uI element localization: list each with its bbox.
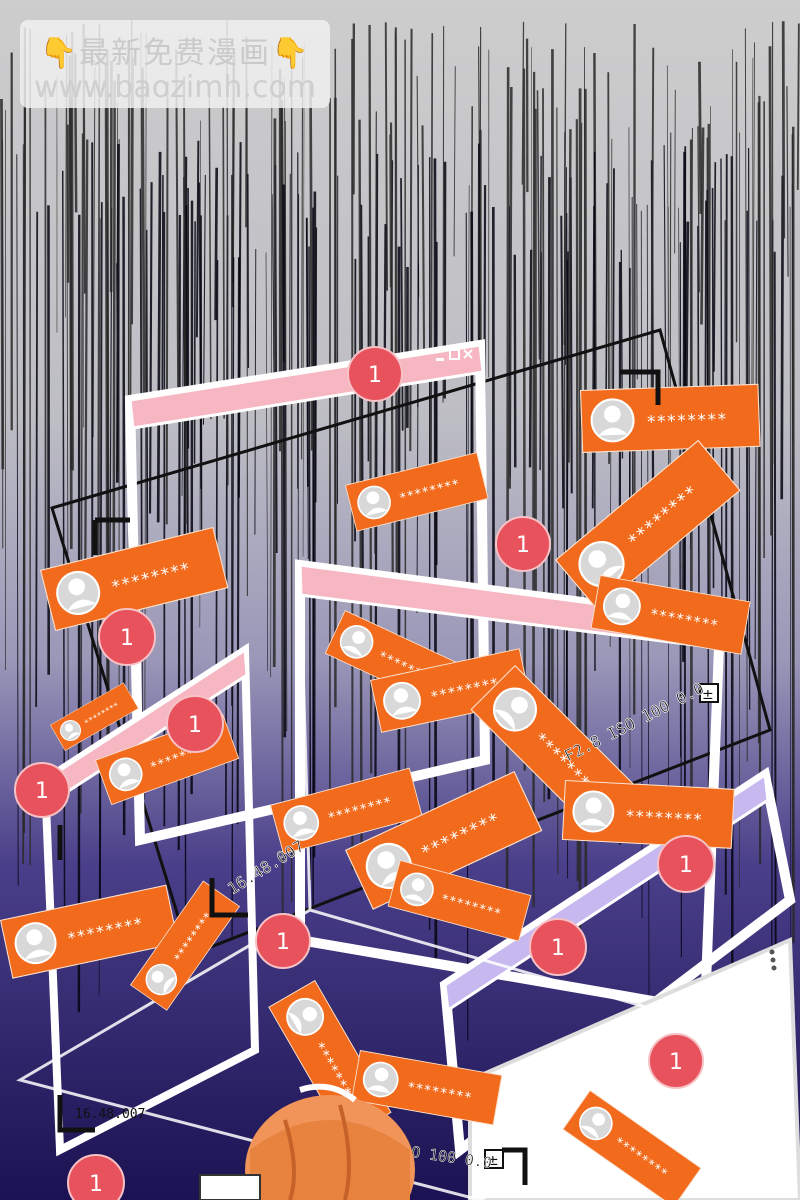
notification-badge: 1: [347, 346, 403, 402]
notification-badge: 1: [529, 918, 587, 976]
badge-count: 1: [368, 363, 382, 388]
badge-count: 1: [89, 1172, 103, 1197]
badge-count: 1: [35, 779, 49, 804]
svg-text:±: ±: [702, 687, 714, 703]
watermark-title: 👇最新免费漫画👇: [39, 36, 311, 71]
badge-count: 1: [669, 1050, 683, 1075]
masked-username: ********: [646, 409, 727, 432]
badge-count: 1: [188, 713, 202, 738]
notification-card: ********: [345, 452, 489, 532]
notification-card: ********: [351, 1050, 503, 1126]
badge-count: 1: [679, 853, 693, 878]
svg-text:±: ±: [487, 1153, 499, 1169]
notification-card: ********: [40, 526, 229, 632]
notification-card: ********: [0, 884, 179, 979]
notification-badge: 1: [67, 1154, 125, 1200]
watermark-url[interactable]: www.baozimh.com: [33, 70, 317, 105]
notification-cards: ****************************************…: [0, 383, 761, 1200]
notification-badge: 1: [166, 695, 224, 753]
notification-card: ********: [345, 770, 543, 910]
notification-badge: 1: [14, 762, 70, 818]
notification-card: ********: [561, 780, 735, 849]
hud-timestamp: 16.48.007: [75, 1107, 145, 1122]
watermark: 👇最新免费漫画👇 www.baozimh.com: [20, 20, 330, 108]
notification-card: ********: [590, 575, 751, 655]
notification-badge: 1: [648, 1033, 704, 1089]
notification-badge: 1: [98, 608, 156, 666]
exposure-plus-minus-icon: ±: [484, 1149, 504, 1169]
menu-dots-icon: [769, 949, 777, 971]
camera-focus-brackets: [57, 369, 661, 1185]
badge-count: 1: [120, 626, 134, 651]
masked-username: ********: [625, 806, 703, 829]
notification-badge: 1: [657, 835, 715, 893]
exposure-plus-minus-icon: ±: [699, 683, 719, 703]
close-icon: [463, 349, 473, 359]
maximize-icon: [449, 349, 460, 360]
notification-card: ********: [270, 767, 423, 855]
notification-badges: 1 1 1 1 1 1 1 1 1 1: [14, 346, 715, 1200]
character-head: [199, 1083, 415, 1200]
minimize-icon: [436, 358, 444, 361]
badge-count: 1: [276, 930, 290, 955]
phone-panel: [468, 936, 800, 1200]
notification-badge: 1: [495, 516, 551, 572]
notification-badge: 1: [255, 913, 311, 969]
speed-lines: [0, 20, 800, 1041]
badge-count: 1: [551, 936, 565, 961]
notification-card: ********: [580, 383, 761, 453]
notification-card: ********: [387, 860, 532, 942]
badge-count: 1: [516, 533, 530, 558]
